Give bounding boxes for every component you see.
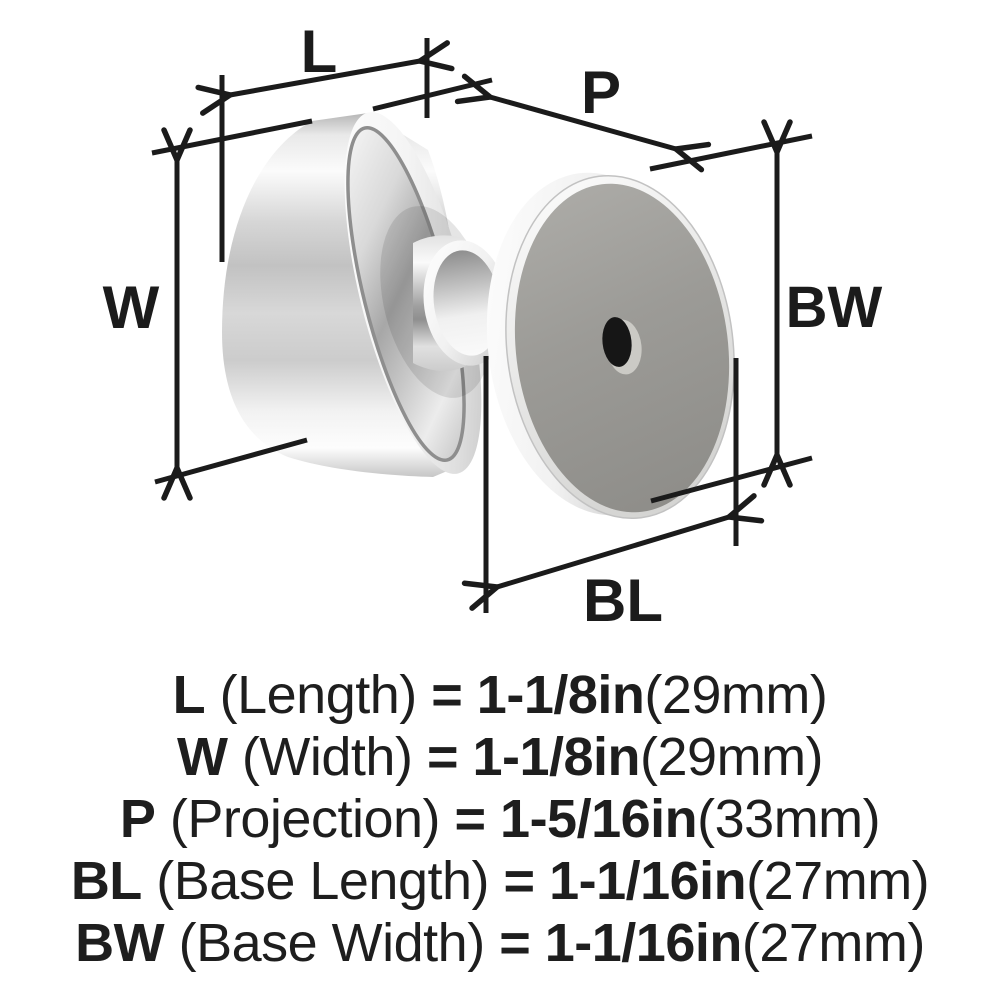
spec-symbol: L — [172, 665, 206, 725]
spec-value: = 1-1/16in — [503, 851, 747, 911]
spec-value: = 1-1/16in — [499, 913, 742, 973]
spec-line-projection: P (Projection) = 1-5/16in(33mm) — [0, 788, 1000, 850]
spec-metric: (33mm) — [697, 789, 881, 849]
base-length-arrow — [497, 517, 729, 587]
spec-name: (Base Width) — [164, 913, 500, 973]
dimension-length — [222, 38, 427, 262]
projection-arrow — [490, 97, 676, 149]
label-base-length: BL — [583, 567, 663, 634]
spec-metric: (29mm) — [644, 665, 828, 725]
screw-hole — [602, 317, 632, 367]
knob-neck-ring-inner — [433, 250, 501, 356]
spec-symbol: W — [176, 727, 228, 787]
projection-extension-right — [649, 133, 813, 172]
spec-symbol: P — [119, 789, 156, 849]
spec-name: (Base Length) — [141, 851, 504, 911]
label-length: L — [301, 18, 338, 85]
label-projection: P — [581, 59, 621, 126]
dimension-legend: L (Length) = 1-1/8in(29mm) W (Width) = 1… — [0, 664, 1000, 974]
dimension-width — [151, 118, 313, 482]
spec-metric: (27mm) — [741, 913, 926, 973]
spec-symbol: BW — [75, 913, 165, 973]
spec-metric: (29mm) — [640, 727, 824, 787]
spec-value: = 1-1/8in — [431, 665, 645, 725]
dimension-lines — [151, 38, 813, 613]
knob-illustration — [222, 112, 735, 520]
label-width: W — [103, 274, 160, 341]
spec-value: = 1-1/8in — [426, 727, 641, 787]
projection-extension-left — [372, 77, 493, 112]
spec-value: = 1-5/16in — [454, 789, 698, 849]
dimension-base-length — [486, 356, 736, 613]
spec-line-length: L (Length) = 1-1/8in(29mm) — [0, 664, 1000, 726]
spec-symbol: BL — [70, 851, 142, 911]
length-arrow — [230, 61, 420, 95]
spec-name: (Width) — [227, 727, 427, 787]
spec-name: (Projection) — [155, 789, 455, 849]
spec-line-base-length: BL (Base Length) = 1-1/16in(27mm) — [0, 850, 1000, 912]
spec-line-width: W (Width) = 1-1/8in(29mm) — [0, 726, 1000, 788]
spec-metric: (27mm) — [746, 851, 930, 911]
spec-name: (Length) — [205, 665, 432, 725]
spec-line-base-width: BW (Base Width) = 1-1/16in(27mm) — [0, 912, 1000, 974]
label-base-width: BW — [786, 275, 883, 340]
